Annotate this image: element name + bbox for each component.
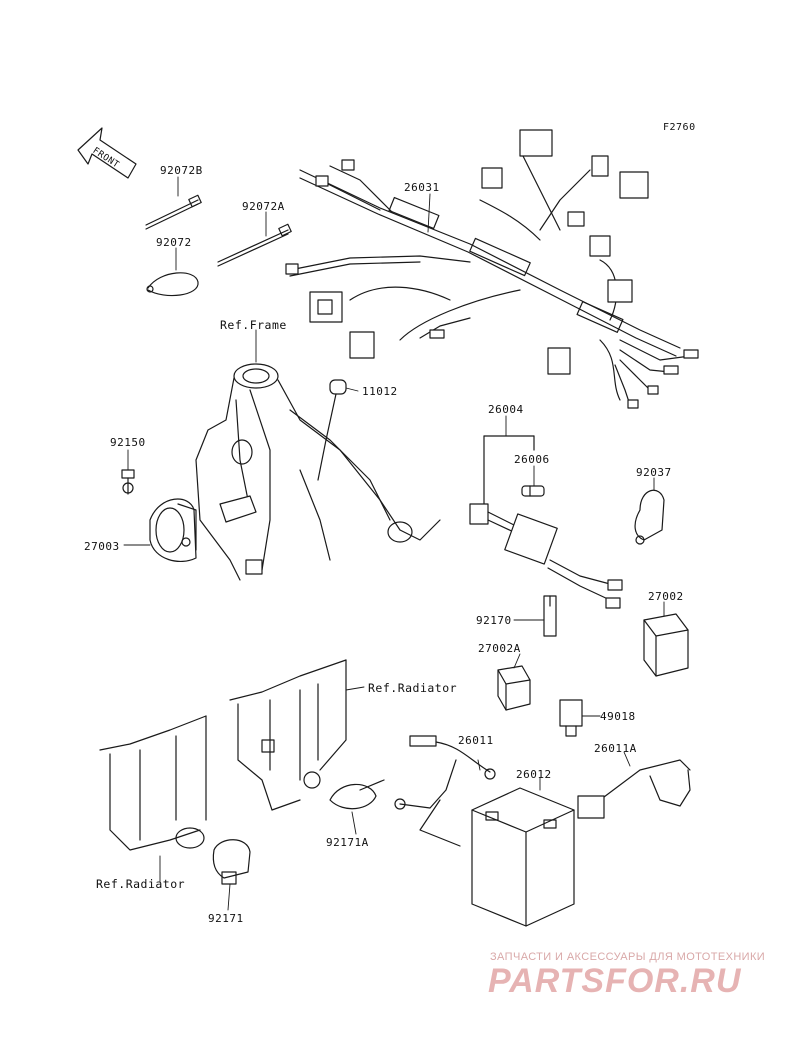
band-92170 — [544, 596, 556, 636]
cable-tie-92072A — [218, 224, 291, 266]
connector-49018 — [560, 700, 582, 736]
part-label-27003: 27003 — [84, 540, 120, 553]
part-label-26006: 26006 — [514, 453, 550, 466]
part-label-27002: 27002 — [648, 590, 684, 603]
part-label-49018: 49018 — [600, 710, 636, 723]
part-label-92170: 92170 — [476, 614, 512, 627]
part-label-92072B: 92072B — [160, 164, 203, 177]
battery-cable-26011 — [395, 736, 495, 846]
horn-27003 — [150, 499, 196, 561]
wiring-harness-26031 — [286, 130, 698, 408]
part-label-92171: 92171 — [208, 912, 244, 925]
relay-27002A — [498, 666, 530, 710]
clamp-11012 — [318, 380, 346, 480]
clamp-92171 — [213, 840, 250, 884]
bolt-92150 — [122, 470, 134, 494]
frame-outline — [196, 364, 440, 580]
part-label-26012: 26012 — [516, 768, 552, 781]
cable-band-92072 — [147, 273, 198, 296]
ref-radiator-top-label: Ref.Radiator — [368, 681, 458, 695]
part-label-26031: 26031 — [404, 181, 440, 194]
radiator-upper — [230, 660, 346, 810]
part-label-92037: 92037 — [636, 466, 672, 479]
cable-tie-92072B — [146, 195, 201, 229]
ref-radiator-bottom-label: Ref.Radiator — [96, 877, 186, 891]
leader-lines — [124, 177, 664, 910]
part-label-11012: 11012 — [362, 385, 398, 398]
battery-cable-26011A — [578, 760, 690, 818]
part-label-92072A: 92072A — [242, 200, 285, 213]
part-label-92150: 92150 — [110, 436, 146, 449]
part-label-92072: 92072 — [156, 236, 192, 249]
part-label-26011A: 26011A — [594, 742, 637, 755]
watermark-logo: PARTSFOR.RU — [488, 962, 742, 1000]
ref-frame-label: Ref.Frame — [220, 318, 287, 332]
fuse-26006 — [522, 486, 544, 496]
relay-harness-26004 — [470, 436, 622, 608]
part-label-26004: 26004 — [488, 403, 524, 416]
figure-code: F2760 — [663, 122, 696, 133]
part-label-26011: 26011 — [458, 734, 494, 747]
front-arrow-icon — [78, 128, 136, 178]
relay-27002 — [644, 614, 688, 676]
clamp-92171A — [330, 780, 384, 809]
part-label-92171A: 92171A — [326, 836, 369, 849]
part-label-27002A: 27002A — [478, 642, 521, 655]
watermark-subtitle: ЗАПЧАСТИ И АКСЕССУАРЫ ДЛЯ МОТОТЕХНИКИ — [490, 951, 766, 963]
clamp-92037 — [635, 490, 664, 544]
battery-26012 — [472, 788, 574, 926]
radiator-lower — [100, 716, 206, 850]
